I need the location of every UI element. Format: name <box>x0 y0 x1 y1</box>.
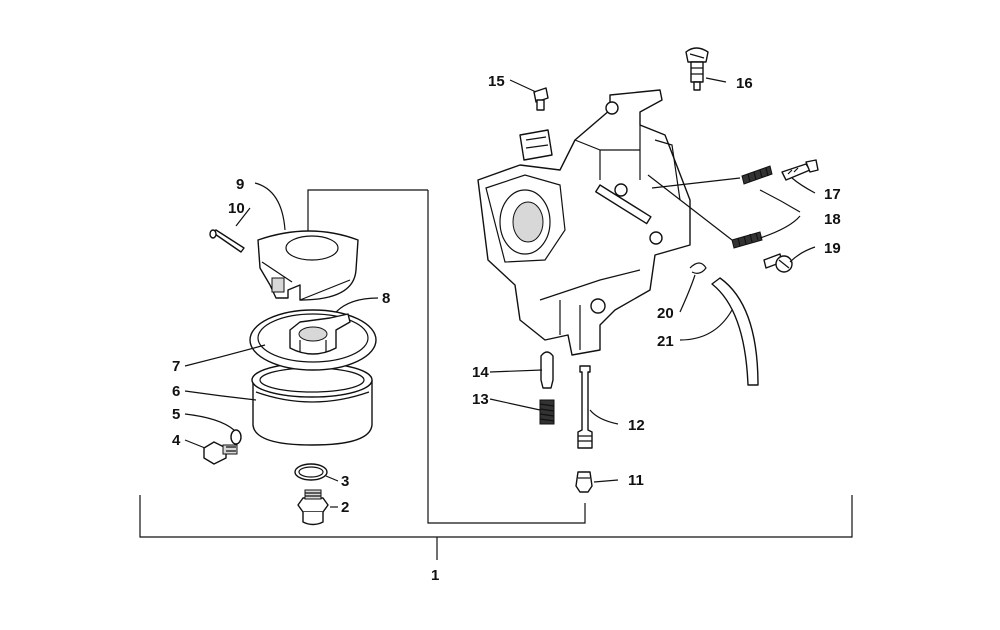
part-float-needle <box>540 351 554 389</box>
part-drain-gasket <box>294 463 328 481</box>
assembly-bracket <box>139 189 853 560</box>
part-pilot-screw-upper <box>781 159 819 181</box>
callout-5: 5 <box>172 406 180 423</box>
part-pilot-screw-spring-upper <box>741 165 773 185</box>
callout-20: 20 <box>657 305 674 322</box>
part-bowl-oring <box>230 429 242 445</box>
callout-7: 7 <box>172 358 180 375</box>
part-bowl-screw <box>203 441 238 465</box>
callout-17: 17 <box>824 186 841 203</box>
part-idle-screw <box>763 253 793 273</box>
callout-15: 15 <box>488 73 505 90</box>
callout-18: 18 <box>824 211 841 228</box>
leader-lines <box>184 77 816 508</box>
callout-6: 6 <box>172 383 180 400</box>
part-main-nozzle <box>577 365 593 449</box>
callout-9: 9 <box>236 176 244 193</box>
part-needle-spring <box>539 399 555 425</box>
part-throttle-stop-screw <box>685 47 709 91</box>
callout-10: 10 <box>228 200 245 217</box>
callout-19: 19 <box>824 240 841 257</box>
callout-3: 3 <box>341 473 349 490</box>
callout-12: 12 <box>628 417 645 434</box>
part-pilot-screw-spring-lower <box>731 231 763 249</box>
callout-16: 16 <box>736 75 753 92</box>
callout-13: 13 <box>472 391 489 408</box>
callout-1: 1 <box>431 567 439 584</box>
part-float <box>289 313 351 355</box>
callout-8: 8 <box>382 290 390 307</box>
callout-14: 14 <box>472 364 489 381</box>
part-top-screw <box>533 87 549 111</box>
callout-4: 4 <box>172 432 181 449</box>
part-drain-plug <box>297 489 329 526</box>
callout-2: 2 <box>341 499 349 516</box>
callout-21: 21 <box>657 333 674 350</box>
part-float-chamber-top <box>257 230 359 301</box>
part-float-bowl <box>251 362 373 446</box>
callout-labels: 1 2 3 4 5 6 7 8 9 10 11 12 13 14 15 16 1… <box>172 73 841 584</box>
part-carburetor-body <box>477 89 691 356</box>
part-float-pin <box>209 229 245 253</box>
callout-11: 11 <box>628 472 644 489</box>
part-clip <box>689 262 707 274</box>
part-vent-tube <box>711 277 759 386</box>
part-main-jet <box>575 471 593 493</box>
